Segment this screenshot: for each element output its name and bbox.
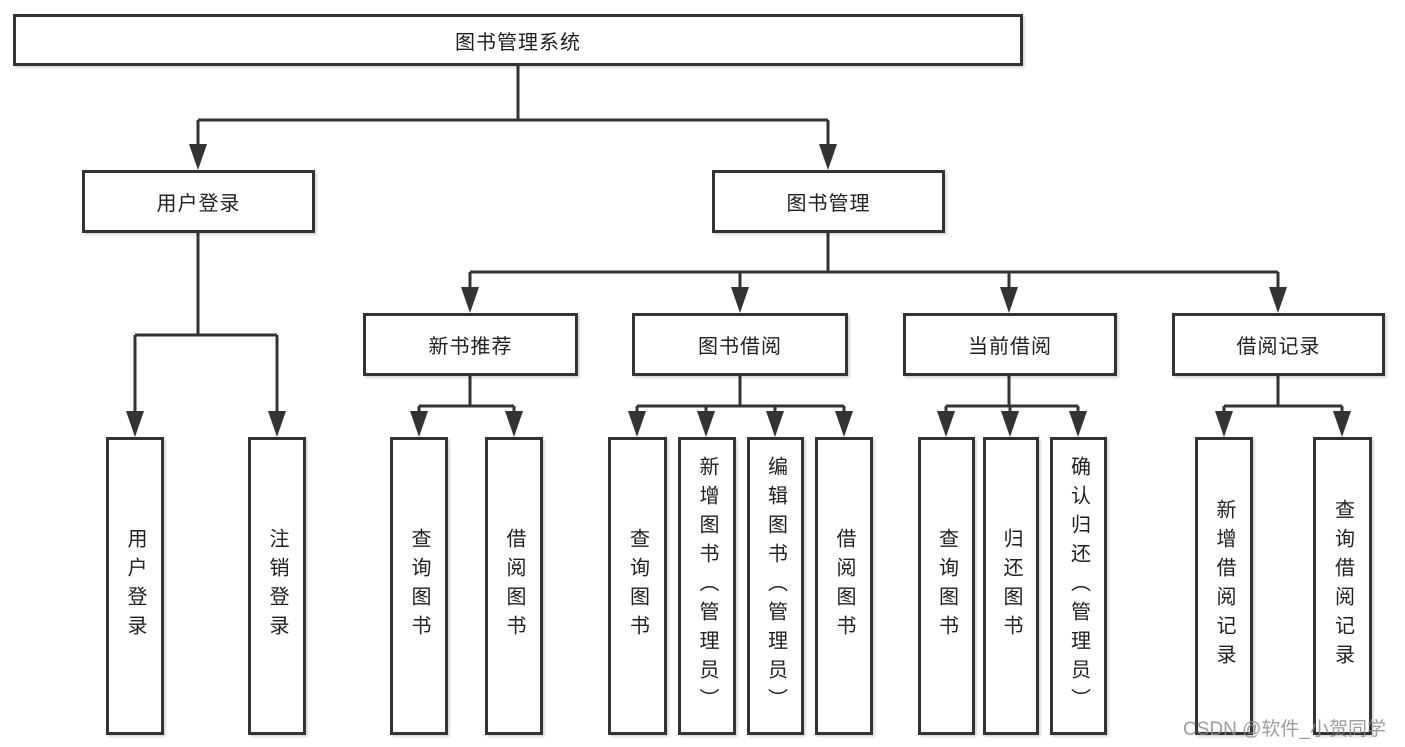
leaf-logout: 注销登录 — [248, 437, 306, 735]
connector-book-management-branch — [468, 233, 1280, 291]
leaf-borrow-query-books: 查询图书 — [608, 437, 667, 735]
leaf-edit-books-admin: 编辑图书（管理员） — [747, 437, 804, 735]
node-book-management: 图书管理 — [712, 170, 945, 233]
connector-book-borrow-branch — [635, 376, 846, 415]
leaf-add-borrow-record: 新增借阅记录 — [1195, 437, 1253, 735]
connector-borrow-records-branch — [1222, 376, 1344, 415]
connector-current-borrow-branch — [944, 376, 1080, 415]
leaf-confirm-return-admin: 确认归还（管理员） — [1050, 437, 1107, 735]
connector-root-to-level2 — [196, 66, 830, 148]
node-new-book-recommend: 新书推荐 — [363, 313, 578, 376]
node-current-borrow: 当前借阅 — [903, 313, 1117, 376]
leaf-add-books-admin: 新增图书（管理员） — [678, 437, 736, 735]
leaf-current-query-books: 查询图书 — [918, 437, 975, 735]
node-root-system: 图书管理系统 — [13, 14, 1023, 66]
leaf-borrow-books: 借阅图书 — [815, 437, 873, 735]
node-user-login: 用户登录 — [82, 170, 315, 233]
node-borrow-records: 借阅记录 — [1172, 313, 1385, 376]
connector-new-book-recommend-branch — [417, 376, 516, 415]
leaf-recommend-query-books: 查询图书 — [390, 437, 448, 735]
node-book-borrow: 图书借阅 — [632, 313, 848, 376]
leaf-query-borrow-record: 查询借阅记录 — [1313, 437, 1372, 735]
csdn-watermark: CSDN @软件_小贺同学 — [1183, 719, 1386, 740]
leaf-recommend-borrow-books: 借阅图书 — [485, 437, 543, 735]
connector-user-login-branch — [133, 233, 279, 415]
leaf-user-login: 用户登录 — [106, 437, 164, 735]
leaf-return-books: 归还图书 — [983, 437, 1039, 735]
